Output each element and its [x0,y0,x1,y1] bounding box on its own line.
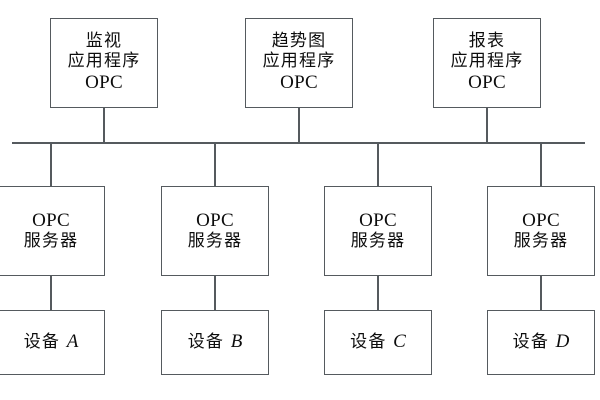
application-box-monitor[interactable]: 监视 应用程序 OPC [50,18,158,108]
device-box-c-label: 设备 C [350,331,406,353]
opc-server-box-2-line2: 服务器 [187,231,243,252]
connector-bus-to-server-3 [377,143,379,186]
application-box-report-line1: 报表 [468,31,506,52]
connector-server-4-to-device-d [540,275,542,311]
application-box-monitor-line2: 应用程序 [67,50,141,71]
opc-server-box-2-line1: OPC [196,209,234,231]
device-box-d[interactable]: 设备 D [487,310,595,375]
opc-server-box-4-line2: 服务器 [513,231,569,252]
application-box-report[interactable]: 报表 应用程序 OPC [433,18,541,108]
opc-server-box-4-line1: OPC [522,209,560,231]
opc-server-box-4[interactable]: OPC 服务器 [487,186,595,276]
application-box-trend-line1: 趋势图 [271,31,327,52]
device-box-b-label: 设备 B [187,331,243,353]
connector-application-report-to-bus [486,107,488,144]
application-box-monitor-line3: OPC [85,71,123,93]
application-box-trend-line2: 应用程序 [262,50,336,71]
connector-bus-to-server-4 [540,143,542,186]
bus-line [12,142,585,144]
device-box-d-label: 设备 D [512,331,570,353]
connector-application-monitor-to-bus [103,107,105,144]
connector-server-3-to-device-c [377,275,379,311]
opc-server-box-2[interactable]: OPC 服务器 [161,186,269,276]
connector-bus-to-server-2 [214,143,216,186]
opc-server-box-1-line1: OPC [32,209,70,231]
connector-server-1-to-device-a [50,275,52,311]
connector-application-trend-to-bus [298,107,300,144]
application-box-monitor-line1: 监视 [85,31,123,52]
device-box-a-label: 设备 A [23,331,79,353]
opc-server-box-3-line2: 服务器 [350,231,406,252]
application-box-report-line2: 应用程序 [450,50,524,71]
connector-server-2-to-device-b [214,275,216,311]
application-box-trend[interactable]: 趋势图 应用程序 OPC [245,18,353,108]
opc-server-box-1-line2: 服务器 [23,231,79,252]
device-box-b[interactable]: 设备 B [161,310,269,375]
opc-server-box-3-line1: OPC [359,209,397,231]
connector-bus-to-server-1 [50,143,52,186]
application-box-trend-line3: OPC [280,71,318,93]
device-box-a[interactable]: 设备 A [0,310,105,375]
opc-server-box-1[interactable]: OPC 服务器 [0,186,105,276]
opc-server-box-3[interactable]: OPC 服务器 [324,186,432,276]
application-box-report-line3: OPC [468,71,506,93]
device-box-c[interactable]: 设备 C [324,310,432,375]
